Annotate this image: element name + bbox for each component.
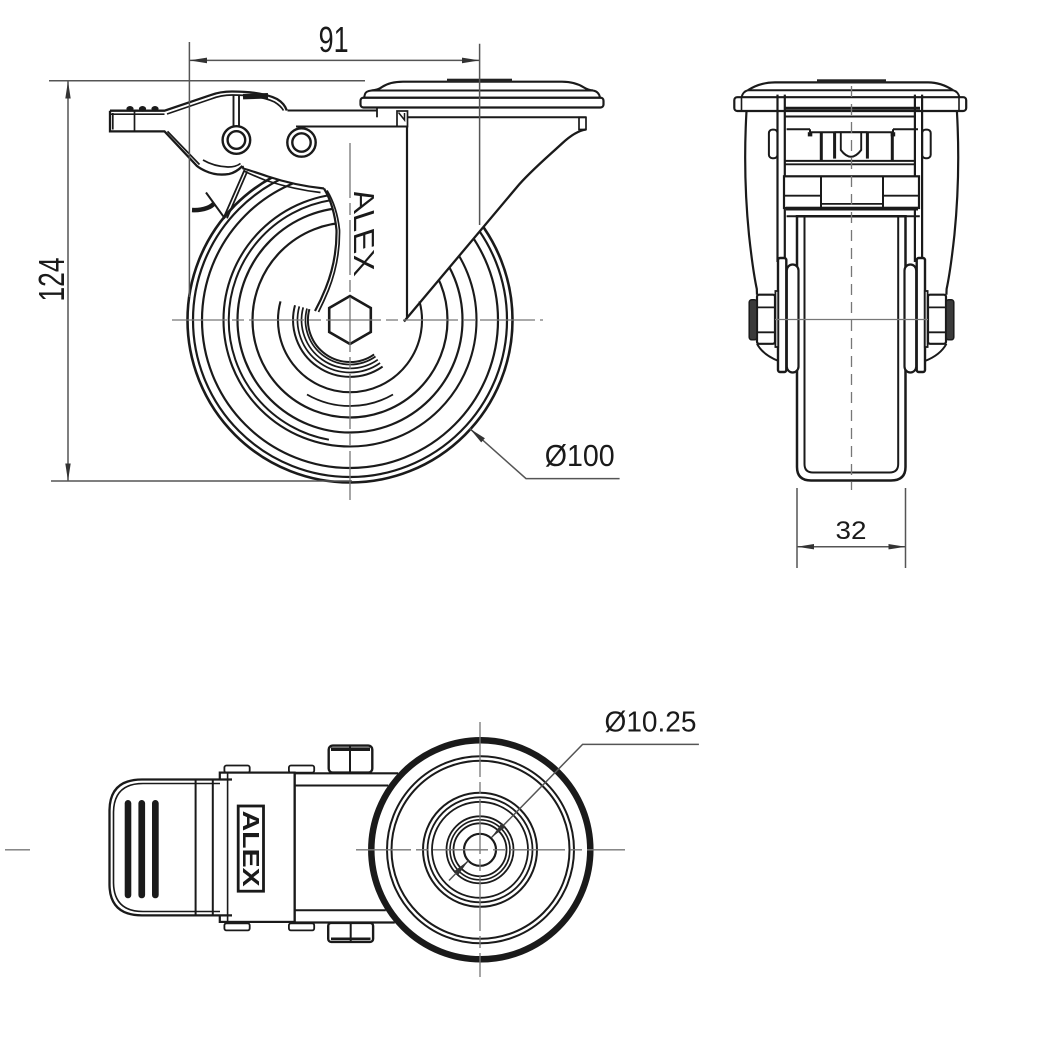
svg-text:Ø100: Ø100	[545, 438, 615, 473]
svg-text:91: 91	[319, 19, 349, 60]
svg-text:ALEX: ALEX	[347, 184, 379, 280]
svg-text:32: 32	[836, 517, 867, 545]
svg-text:Ø10.25: Ø10.25	[605, 706, 697, 738]
svg-text:ALEX: ALEX	[238, 811, 264, 888]
svg-text:124: 124	[31, 258, 72, 302]
